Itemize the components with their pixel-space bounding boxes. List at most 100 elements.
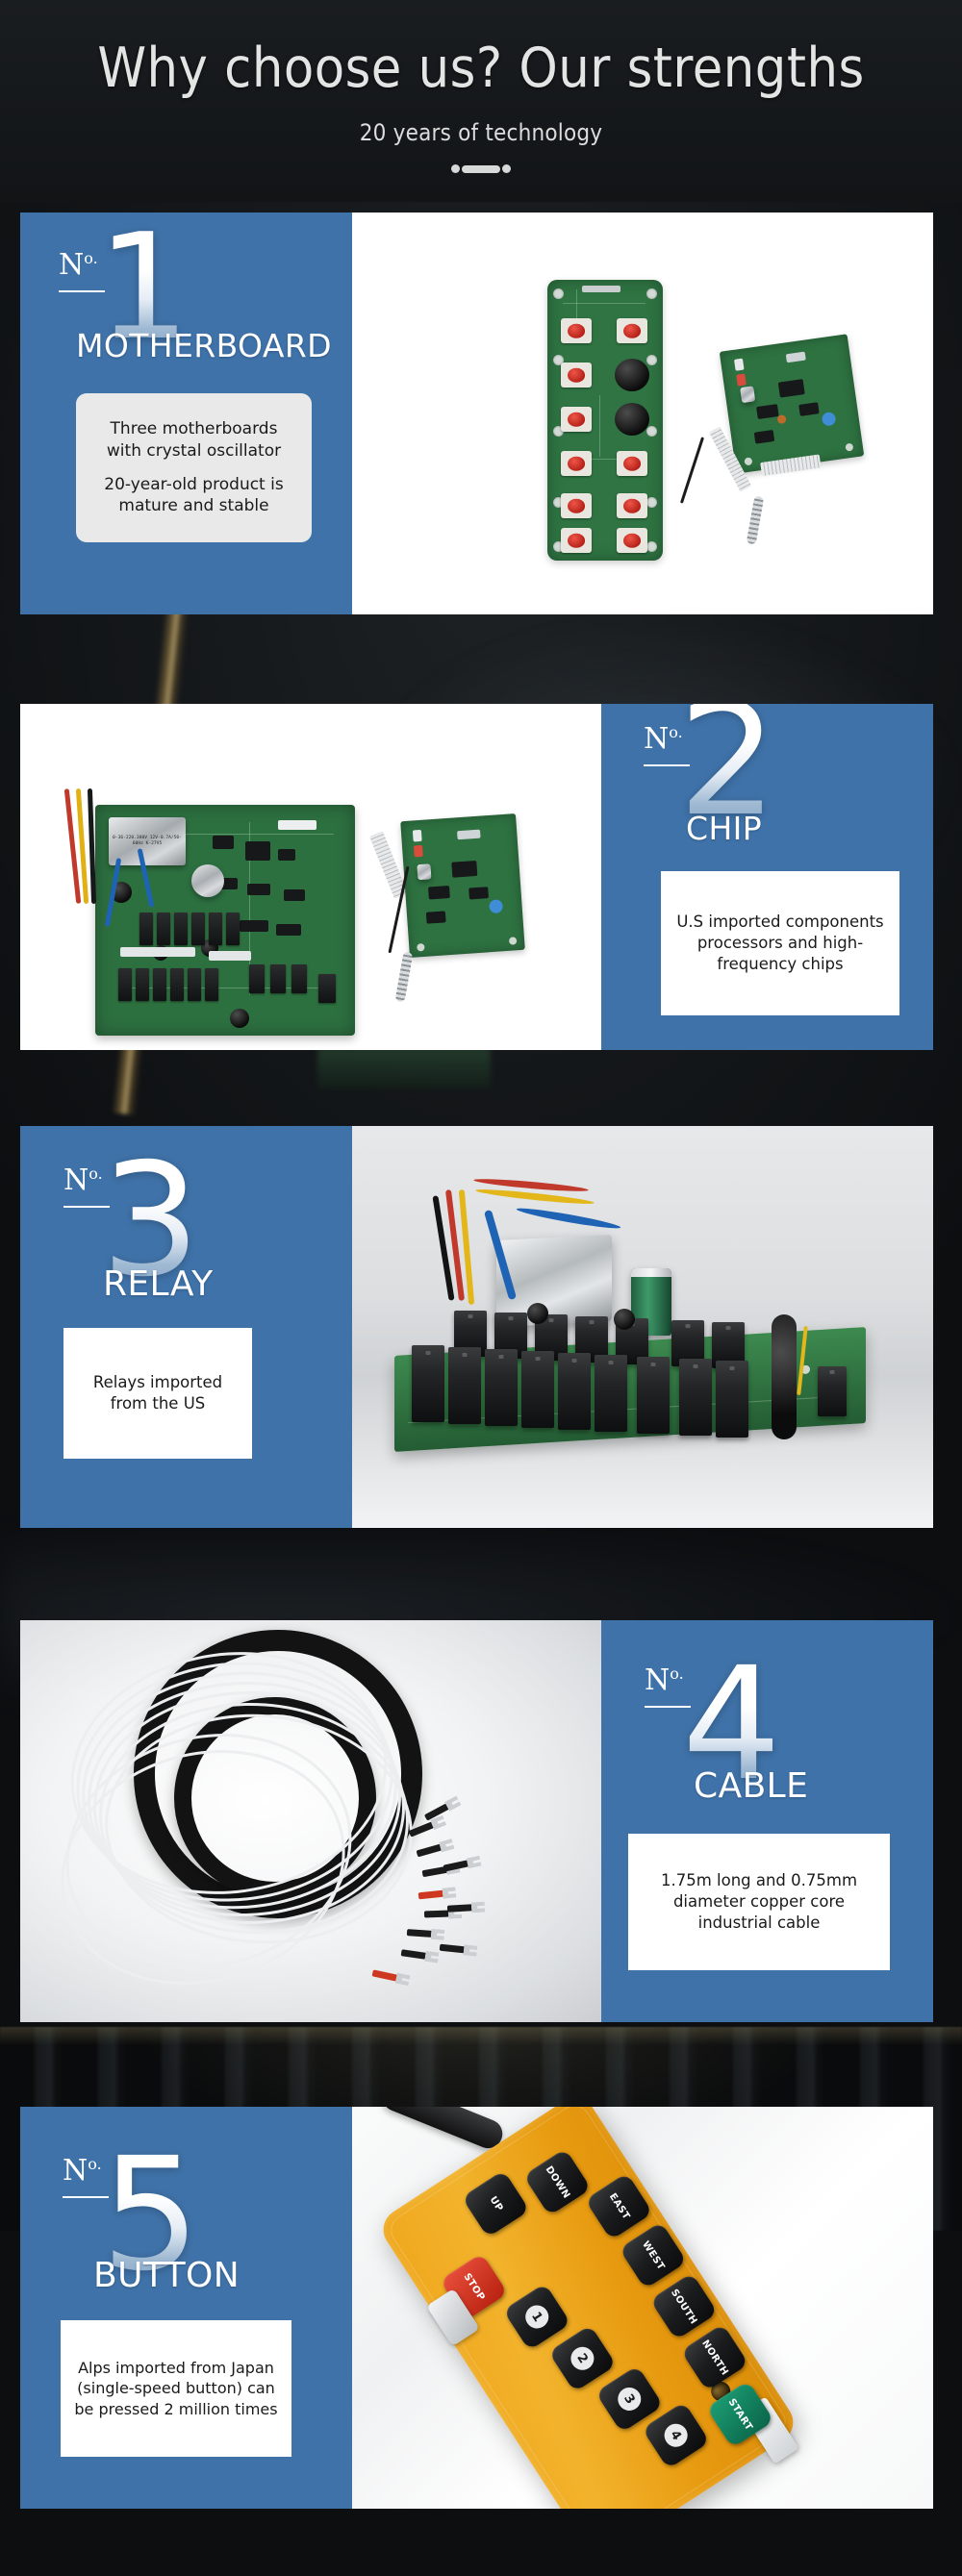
remote-key-label: 2 xyxy=(566,2342,599,2375)
wire-blue-arc xyxy=(516,1205,621,1232)
remote-key-label: STOP xyxy=(461,2270,487,2303)
feature-image-panel: 0-36-220.380V 12V-0.7A/50-60Hz K-27V5 xyxy=(20,704,601,1050)
feature-text-panel: No. 5 BUTTON Alps imported from Japan (s… xyxy=(20,2107,352,2509)
remote-key-label: 1 xyxy=(520,2300,553,2334)
background-green-board-blur xyxy=(317,1048,491,1088)
remote-key-1[interactable]: 1 xyxy=(502,2283,571,2351)
remote-key-south[interactable]: SOUTH xyxy=(649,2272,719,2340)
remote-key-label: NORTH xyxy=(699,2338,730,2377)
feature-category-title: MOTHERBOARD xyxy=(76,327,332,364)
feature-description-line-1: Relays imported from the US xyxy=(92,1373,223,1413)
photo-cable-coil xyxy=(20,1620,601,2022)
capacitor-black xyxy=(527,1303,548,1324)
remote-key-label: 3 xyxy=(613,2383,646,2415)
feature-number-block: No. 4 CABLE xyxy=(601,1620,933,1815)
no-label: No. xyxy=(645,1663,684,1697)
feature-description-box: Alps imported from Japan (single-speed b… xyxy=(61,2320,291,2457)
no-label: No. xyxy=(63,1163,103,1197)
feature-description-line-1: 1.75m long and 0.75mm diameter copper co… xyxy=(660,1871,858,1932)
fork-terminal xyxy=(416,1843,443,1858)
no-underline xyxy=(59,290,105,292)
page-header: Why choose us? Our strengths 20 years of… xyxy=(0,0,962,174)
relay-module xyxy=(485,1349,518,1426)
feature-section-motherboard: No. 1 MOTHERBOARD Three motherboards wit… xyxy=(20,213,933,614)
feature-description-box: Three motherboards with crystal oscillat… xyxy=(76,393,312,542)
remote-cord xyxy=(378,2107,507,2153)
feature-number-block: No. 2 CHIP xyxy=(601,704,933,887)
transformer: 0-36-220.380V 12V-0.7A/50-60Hz K-27V5 xyxy=(109,817,186,865)
relay-module xyxy=(818,1366,847,1416)
feature-number: 3 xyxy=(101,1131,201,1312)
remote-key-label: SOUTH xyxy=(669,2287,699,2326)
feature-description-line-1: U.S imported components processors and h… xyxy=(676,913,884,973)
feature-text-panel: No. 3 RELAY Relays imported from the US xyxy=(20,1126,352,1528)
remote-key-north[interactable]: NORTH xyxy=(680,2323,749,2391)
fork-terminal xyxy=(439,1943,466,1954)
feature-description-box: Relays imported from the US xyxy=(63,1328,252,1459)
header-divider-ornament xyxy=(435,163,527,174)
receiver-pcb xyxy=(400,813,525,959)
page-subtitle: 20 years of technology xyxy=(359,119,603,146)
relay-module xyxy=(637,1357,670,1434)
feature-section-button: No. 5 BUTTON Alps imported from Japan (s… xyxy=(20,2107,933,2509)
relay-module xyxy=(412,1345,444,1422)
photo-motherboard-keypad xyxy=(352,213,933,614)
remote-key-label: EAST xyxy=(606,2190,632,2222)
remote-key-label: START xyxy=(725,2396,755,2433)
photo-remote-control: STOP UP DOWN EAST WEST SOUTH NOR xyxy=(352,2107,933,2509)
feature-image-panel xyxy=(352,1126,933,1528)
remote-key-label: DOWN xyxy=(543,2163,572,2201)
feature-category-title: CHIP xyxy=(686,810,763,847)
relay-module xyxy=(521,1351,554,1428)
feature-description-line-1: Three motherboards with crystal oscillat… xyxy=(106,419,282,461)
feature-section-relay: No. 3 RELAY Relays imported from the US xyxy=(20,1126,933,1528)
keypad-pcb xyxy=(547,280,663,561)
feature-number: 1 xyxy=(97,213,190,372)
feature-image-panel xyxy=(352,213,933,614)
remote-key-up[interactable]: UP xyxy=(461,2169,530,2238)
remote-key-west[interactable]: WEST xyxy=(619,2221,688,2289)
capacitor-tall xyxy=(772,1314,797,1439)
photo-relay-board xyxy=(352,1126,933,1528)
feature-category-title: CABLE xyxy=(694,1766,809,1806)
fork-terminal xyxy=(400,1949,427,1960)
divider-dot-right xyxy=(502,164,511,173)
feature-number: 5 xyxy=(101,2125,201,2306)
feature-number-block: No. 3 RELAY xyxy=(20,1126,352,1309)
feature-number: 2 xyxy=(678,704,777,838)
remote-key-label: 4 xyxy=(660,2419,693,2452)
relay-module xyxy=(595,1355,627,1432)
remote-key-east[interactable]: EAST xyxy=(584,2172,653,2240)
feature-number: 4 xyxy=(682,1635,782,1815)
transformer-label: 0-36-220.380V 12V-0.7A/50-60Hz K-27V5 xyxy=(113,835,182,846)
feature-description-box: U.S imported components processors and h… xyxy=(661,871,899,1015)
fork-terminal xyxy=(446,1904,473,1913)
antenna-spring xyxy=(746,495,765,545)
relay-module xyxy=(716,1361,748,1438)
remote-key-label: WEST xyxy=(640,2238,667,2272)
antenna-spring xyxy=(394,951,414,1003)
feature-number-block: No. 5 BUTTON xyxy=(20,2107,352,2295)
no-label: No. xyxy=(644,722,683,756)
no-underline xyxy=(63,1206,110,1208)
relay-module xyxy=(448,1347,481,1424)
photo-controller-board: 0-36-220.380V 12V-0.7A/50-60Hz K-27V5 xyxy=(20,704,601,1050)
page-title: Why choose us? Our strengths xyxy=(97,37,865,100)
fork-terminal xyxy=(423,1910,450,1918)
feature-section-chip: 0-36-220.380V 12V-0.7A/50-60Hz K-27V5 xyxy=(20,704,933,1050)
relay-module xyxy=(679,1359,712,1436)
no-label: No. xyxy=(59,248,98,282)
remote-key-2[interactable]: 2 xyxy=(547,2324,617,2392)
no-underline xyxy=(645,1706,691,1708)
wire-bundle xyxy=(93,1691,405,1924)
divider-dot-left xyxy=(451,164,460,173)
feature-text-panel: No. 1 MOTHERBOARD Three motherboards wit… xyxy=(20,213,352,614)
feature-section-cable: No. 4 CABLE 1.75m long and 0.75mm diamet… xyxy=(20,1620,933,2022)
feature-text-panel: No. 2 CHIP U.S imported components proce… xyxy=(601,704,933,1050)
feature-category-title: RELAY xyxy=(103,1264,214,1304)
remote-key-down[interactable]: DOWN xyxy=(522,2148,592,2216)
capacitor-black xyxy=(614,1309,635,1330)
feature-description-line-2: 20-year-old product is mature and stable xyxy=(104,475,284,516)
feature-description-box: 1.75m long and 0.75mm diameter copper co… xyxy=(628,1834,890,1970)
feature-description-line-1: Alps imported from Japan (single-speed b… xyxy=(74,2359,278,2418)
